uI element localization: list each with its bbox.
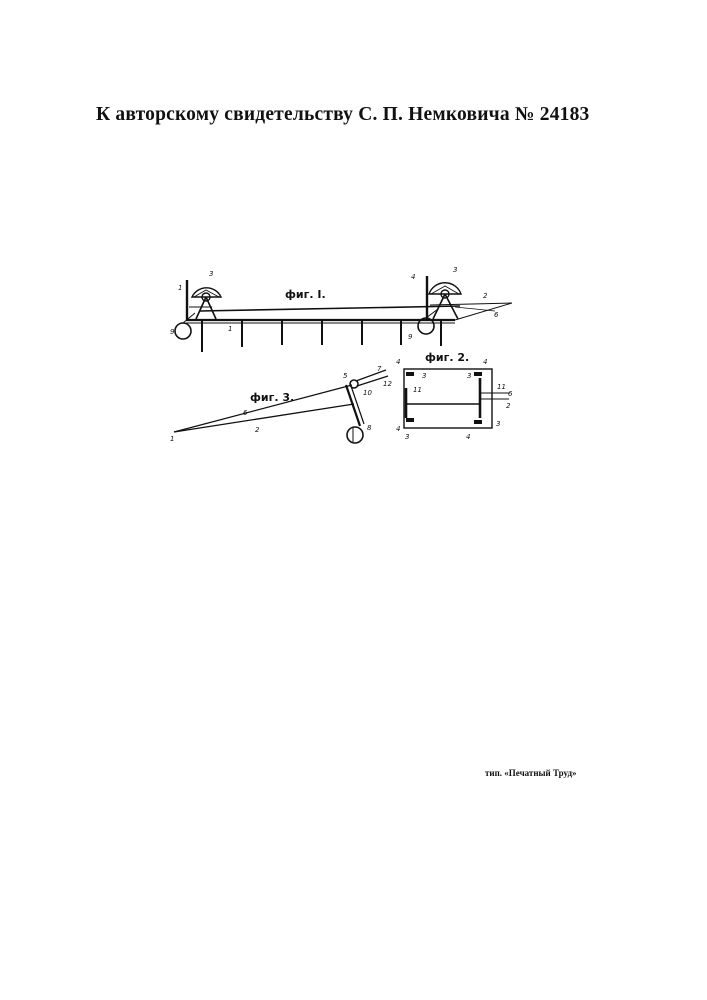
figure-1-diagram — [175, 276, 512, 352]
fig1-ref-1-left: 1 — [178, 284, 182, 292]
fig1-ref-9-left: 9 — [170, 328, 175, 336]
figure-3-diagram — [174, 370, 388, 443]
fig1-ref-9-right: 9 — [408, 333, 413, 341]
fig2-ref-3-top-left: 3 — [422, 372, 426, 380]
fig2-ref-11-left: 11 — [413, 386, 422, 394]
fig2-ref-6: 6 — [508, 390, 513, 398]
fig3-ref-12: 12 — [383, 380, 392, 388]
fig2-ref-11-right: 11 — [497, 383, 506, 391]
fig1-ref-6: 6 — [494, 311, 499, 319]
fig2-ref-2: 2 — [506, 402, 511, 410]
fig3-ref-5: 5 — [343, 372, 348, 380]
fig2-ref-4-top-left: 4 — [396, 358, 400, 366]
fig1-ref-1-beam: 1 — [228, 325, 232, 333]
printer-imprint: тип. «Печатный Труд» — [485, 768, 577, 778]
fig2-ref-3-bottom-left: 3 — [405, 433, 409, 441]
fig1-ref-3-left: 3 — [209, 270, 213, 278]
fig2-ref-4-bottom-right: 4 — [466, 433, 470, 441]
figure-3-label: фиг. 3. — [250, 391, 294, 404]
fig2-ref-3-bottom-right: 3 — [496, 420, 500, 428]
fig2-ref-3-top-right: 3 — [467, 372, 471, 380]
fig3-ref-8: 8 — [367, 424, 372, 432]
fig3-ref-7: 7 — [377, 365, 382, 373]
fig2-ref-4-top-right: 4 — [483, 358, 487, 366]
figure-2-diagram — [404, 369, 509, 428]
fig3-ref-6: 6 — [243, 409, 248, 417]
fig3-ref-1: 1 — [170, 435, 174, 443]
fig1-ref-4: 4 — [411, 273, 415, 281]
fig3-ref-10: 10 — [363, 389, 372, 397]
figure-2-label: фиг. 2. — [425, 351, 469, 364]
fig3-ref-2: 2 — [255, 426, 260, 434]
figure-1-label: фиг. I. — [285, 288, 326, 301]
fig1-ref-2: 2 — [483, 292, 488, 300]
fig2-ref-4-bottom-left: 4 — [396, 425, 400, 433]
fig1-ref-3-right: 3 — [453, 266, 457, 274]
